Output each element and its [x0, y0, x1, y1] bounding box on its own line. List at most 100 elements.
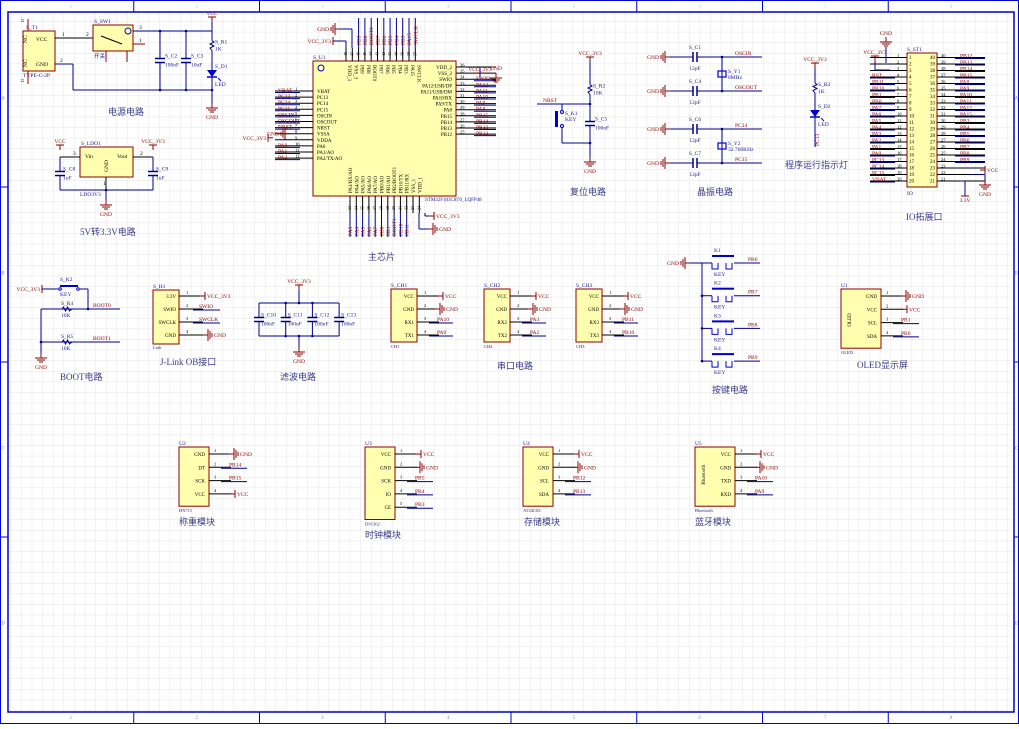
net-label: PB14	[229, 462, 241, 468]
pin-number: 3	[886, 317, 889, 322]
ground-symbol: GND	[35, 353, 47, 371]
power-symbol: VCC	[574, 450, 593, 458]
component-part: HX711	[179, 508, 192, 513]
pin-number: 9	[295, 135, 298, 140]
pin-name: BOOT0	[371, 65, 376, 82]
pin-number: 22	[941, 170, 946, 175]
component-ref: U3	[365, 441, 372, 447]
pin-number: 29	[941, 125, 946, 130]
pin-number: 35	[460, 69, 465, 74]
jlink-body	[152, 289, 180, 345]
net-label: PB10	[872, 86, 884, 92]
hx711-module-body	[178, 446, 210, 507]
frame-column-label: 6	[698, 716, 701, 721]
pin-number: 10	[295, 141, 300, 146]
ground-label: GND	[446, 307, 458, 313]
power-label: VCC	[206, 11, 218, 17]
pin-name: PB11/RX	[406, 173, 411, 193]
cap-ref: S_C7	[689, 151, 701, 157]
pin-name: 14	[909, 141, 915, 146]
sheet-grid	[8, 12, 1014, 712]
pin-number: 3	[139, 25, 142, 31]
pin-name: 36	[930, 82, 936, 87]
pin-number: 3	[295, 99, 298, 104]
ground-symbol: GND	[317, 23, 340, 35]
pin-number: 38	[406, 52, 411, 56]
pin-name: PA15	[409, 65, 414, 76]
pin-name: VCC	[539, 453, 550, 458]
res-ref: S_R4	[61, 301, 73, 307]
pin-number: 23	[410, 206, 415, 210]
net-label: SWCLK	[413, 26, 419, 45]
pin-name: VCC	[721, 453, 732, 458]
pin-number: 16	[366, 206, 371, 210]
title-jlink: J-Link OB接口	[160, 356, 216, 367]
power-label: VCC_3V3	[863, 50, 887, 56]
pin-name: TX1	[405, 334, 415, 339]
pin-name: VSS_3	[352, 65, 357, 80]
net-label: NRST	[278, 125, 293, 131]
net-label: PB7	[748, 290, 758, 296]
boot-circuit: VCC_3V3S_K2KEYS_R410KBOOT0S_R510KBOOT1GN…	[16, 277, 120, 371]
pin-name: SDA	[867, 335, 877, 340]
title-run-led: 程序运行指示灯	[785, 159, 848, 170]
pin1-marker	[317, 64, 325, 72]
frame-row-label: C	[1015, 447, 1019, 452]
mcu-body	[312, 60, 457, 197]
pin-name: PB7	[378, 65, 383, 74]
power-symbol: VCC_3V3	[578, 51, 602, 62]
ground-label: GND	[880, 31, 892, 37]
net-label: BOOT0	[93, 303, 111, 309]
power-label: VCC_3V3	[16, 287, 40, 293]
ground-label: GND	[912, 294, 924, 300]
key-button	[712, 320, 734, 323]
cap-ref: S_C8	[63, 167, 75, 173]
pin-name: PA9/TX	[436, 103, 453, 108]
pin-number: 1	[295, 87, 297, 92]
pin-number: 5	[295, 111, 298, 116]
net-label: PC15	[872, 171, 884, 177]
switch-lever	[100, 35, 123, 45]
pin-number: 2	[186, 303, 188, 308]
ground-symbol: GND	[293, 347, 305, 365]
ground-label: GND	[631, 307, 643, 313]
pin-name: 30	[930, 121, 936, 126]
pin-number: 4	[609, 329, 612, 334]
pin-name: 38	[930, 69, 936, 74]
net-label: PB8	[363, 35, 369, 45]
pin-number: 36	[941, 79, 946, 84]
component-ref: S_K2	[60, 277, 73, 283]
pin-name: PA1/AO	[317, 151, 334, 156]
net-label: PA6	[872, 112, 882, 118]
net-label: PB11	[872, 80, 884, 86]
pin-number: 3	[400, 475, 403, 480]
resistor-zigzag	[61, 338, 73, 346]
net-label: PB13	[960, 60, 972, 66]
pin-name: RX2	[498, 321, 508, 326]
junction-dot	[720, 89, 724, 93]
pin-number: 4	[295, 105, 298, 110]
pin-number: 44	[368, 52, 373, 56]
net-label: PC13	[872, 158, 884, 164]
frame-row-label: B	[1015, 272, 1019, 277]
net-label: PA4	[354, 226, 360, 236]
power-label: VCC_3V3	[436, 214, 460, 220]
component-ref: S_CH1	[391, 283, 407, 289]
net-label: PB4	[960, 125, 970, 131]
led-value: LED	[818, 122, 829, 128]
junction-dot	[297, 301, 301, 305]
pin-name: VBAT	[317, 90, 330, 95]
junction-dot	[284, 334, 288, 338]
switch-indicator	[124, 27, 132, 35]
pin-number: 26	[941, 144, 946, 149]
ground-symbol: GND	[206, 103, 218, 121]
junction-dot	[700, 294, 704, 298]
pin-number: 28	[941, 131, 946, 136]
component-part: DS1302	[365, 522, 380, 527]
